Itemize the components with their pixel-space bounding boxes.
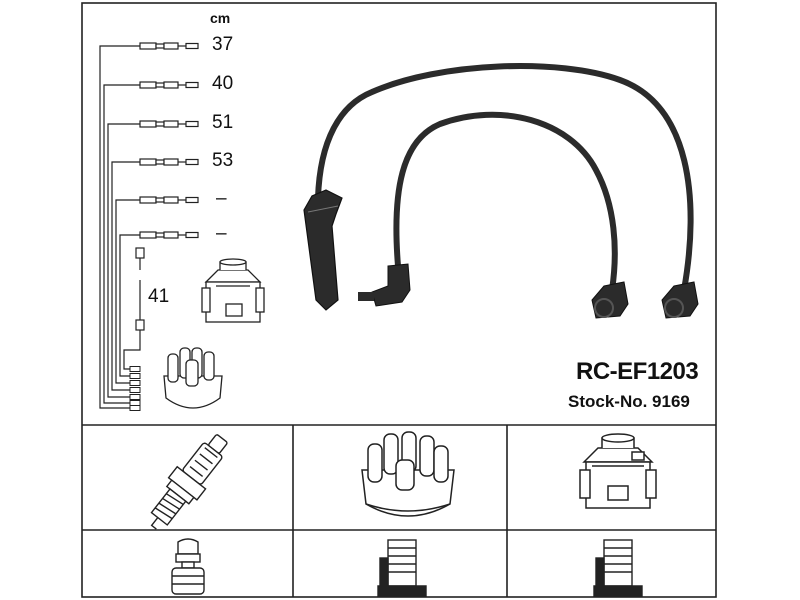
ignition-coil-large-icon — [579, 433, 657, 509]
wire-length-1: 37 — [212, 34, 234, 55]
bundle-ends — [129, 366, 141, 411]
bundle-end-1 — [129, 366, 141, 372]
wire-length-3: 51 — [212, 112, 234, 133]
wire-schematic — [99, 45, 141, 409]
wire-connector-5 — [139, 196, 199, 204]
distributor-cap-icon — [163, 347, 223, 409]
plug-terminal-icon — [171, 538, 205, 595]
bundle-end-2 — [129, 373, 141, 379]
wire-connector-2 — [139, 81, 199, 89]
bundle-end-3 — [129, 380, 141, 386]
stock-number: Stock-No. 9169 — [568, 392, 690, 411]
wire-length-6: – — [216, 223, 227, 244]
cap-terminal-icon — [377, 539, 427, 597]
coil-wire-length: 41 — [148, 286, 170, 307]
wire-length-4: 53 — [212, 150, 234, 171]
wire-length-5: – — [216, 188, 227, 209]
product-code: RC-EF1203 — [576, 358, 699, 385]
wire-connector-4 — [139, 158, 199, 166]
wire-connector-6 — [139, 231, 199, 239]
bundle-end-6 — [129, 400, 141, 406]
spark-plug-icon — [150, 434, 228, 530]
coil-boot — [303, 189, 343, 311]
wire-connector-1 — [139, 42, 199, 50]
outer-frame — [81, 2, 717, 598]
bundle-end-5 — [129, 394, 141, 400]
unit-label: cm — [210, 10, 231, 26]
distributor-cap-large-icon — [361, 431, 455, 517]
wire-connector-3 — [139, 120, 199, 128]
bundle-end-4 — [129, 387, 141, 393]
wire-connectors — [135, 42, 199, 331]
coil-wire-connector — [135, 247, 145, 331]
coil-terminal-icon — [593, 539, 643, 597]
bundle-end-7 — [129, 405, 141, 411]
cable-set — [303, 63, 699, 319]
right-angle-boot — [371, 263, 411, 307]
wire-length-2: 40 — [212, 73, 234, 94]
ignition-coil-icon — [201, 258, 265, 323]
